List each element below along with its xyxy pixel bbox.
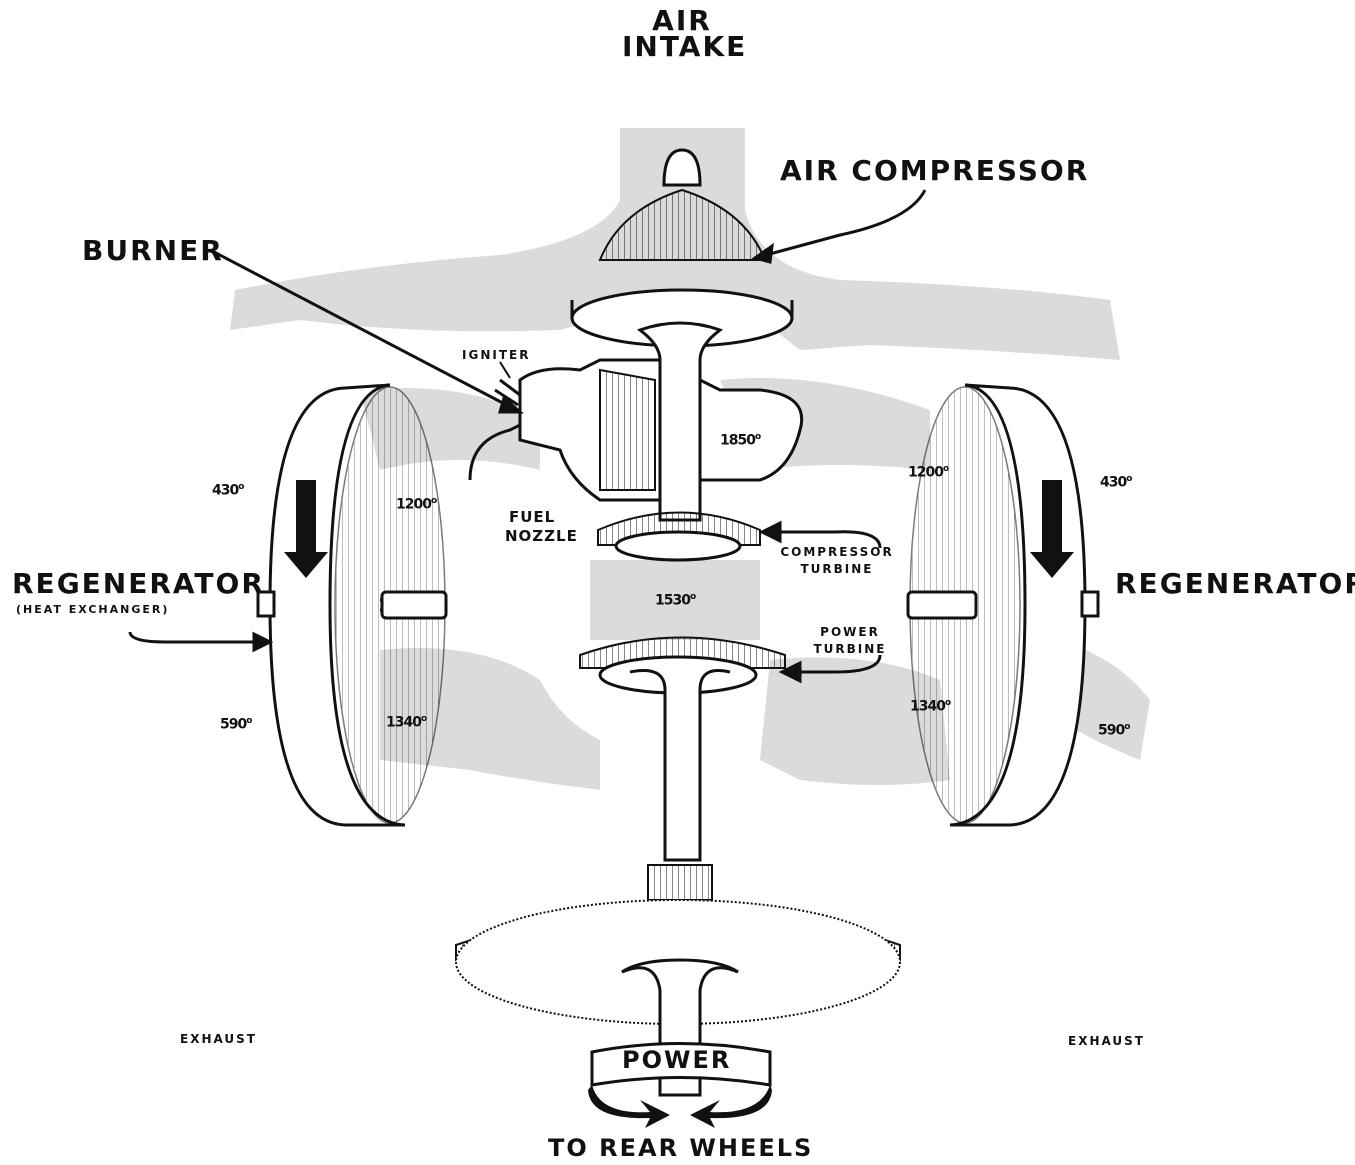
degree-mark: o [421,714,426,724]
heat-exchanger-label: (HEAT EXCHANGER) [16,603,169,616]
air-compressor-label: AIR COMPRESSOR [780,154,1089,187]
air-intake-line2: INTAKE [622,34,742,60]
temp-right-outer-bottom: 590o [1098,722,1129,739]
temp-value: 430 [1100,475,1126,491]
temp-value: 1850 [720,433,755,449]
degree-mark: o [431,496,436,506]
exhaust-left-label: EXHAUST [180,1032,257,1046]
degree-mark: o [945,698,950,708]
air-compressor-leader [755,190,925,258]
power-label: POWER [622,1046,731,1074]
temp-value: 1340 [386,715,421,731]
temp-right-inner-bottom: 1340o [910,698,950,715]
regenerator-right-label: REGENERATOR [1115,567,1355,600]
temp-right-outer-top: 430o [1100,474,1131,491]
degree-mark: o [943,464,948,474]
temp-value: 1200 [396,497,431,513]
fuel-nozzle-line2: NOZZLE [505,527,578,546]
regenerator-left-label: REGENERATOR [12,567,265,600]
temp-burner-outlet: 1850o [720,432,760,449]
air-intake-label: AIR INTAKE [622,8,742,60]
to-rear-wheels-label: TO REAR WHEELS [548,1134,813,1162]
temp-between-turbines: 1530o [655,592,695,609]
regenerator-leader [130,632,262,642]
temp-value: 1200 [908,465,943,481]
compressor-turbine-arrowhead [762,523,780,541]
compressor-turbine-line1: COMPRESSOR [762,544,912,561]
power-turbine-line1: POWER [790,624,910,641]
burner-label: BURNER [82,234,224,267]
degree-mark: o [690,592,695,602]
temp-value: 590 [1098,723,1124,739]
temp-right-inner-top: 1200o [908,464,948,481]
temp-left-outer-top: 430o [212,482,243,499]
degree-mark: o [246,716,251,726]
temp-value: 1340 [910,699,945,715]
exhaust-right-label: EXHAUST [1068,1034,1145,1048]
degree-mark: o [1124,722,1129,732]
degree-mark: o [1126,474,1131,484]
temp-value: 1530 [655,593,690,609]
fuel-nozzle-line1: FUEL [505,508,578,527]
temp-left-inner-top: 1200o [396,496,436,513]
fuel-nozzle-label: FUEL NOZZLE [505,508,578,546]
right-regenerator [908,385,1098,825]
air-compressor [572,150,792,346]
temp-value: 430 [212,483,238,499]
temp-left-outer-bottom: 590o [220,716,251,733]
power-turbine-line2: TURBINE [790,641,910,658]
left-regenerator [258,385,446,825]
temp-left-inner-bottom: 1340o [386,714,426,731]
degree-mark: o [238,482,243,492]
compressor-turbine-label: COMPRESSOR TURBINE [762,544,912,578]
igniter-leader [500,362,510,378]
power-turbine [580,638,785,861]
compressor-turbine [598,513,760,561]
temp-value: 590 [220,717,246,733]
regenerator-arrowhead [254,634,270,650]
igniter-label: IGNITER [462,348,530,362]
degree-mark: o [755,432,760,442]
compressor-turbine-line2: TURBINE [762,561,912,578]
power-turbine-label: POWER TURBINE [790,624,910,658]
